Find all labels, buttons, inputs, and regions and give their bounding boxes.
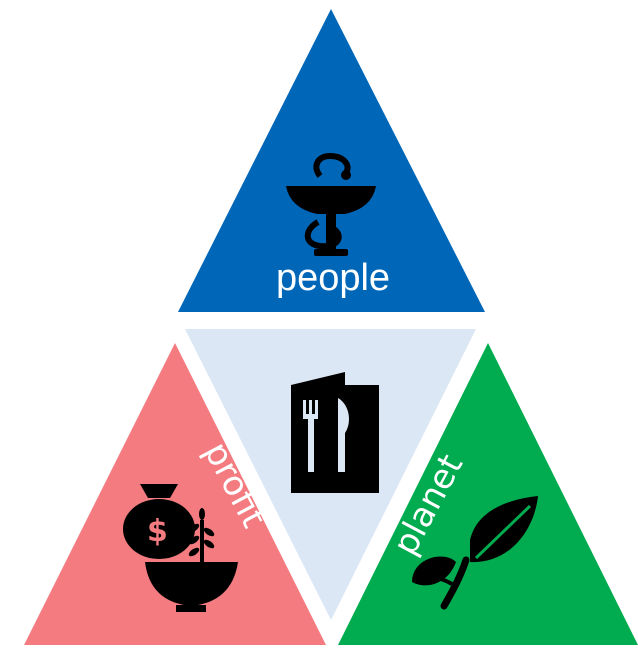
people-triangle	[178, 9, 485, 312]
money-bag-and-grain-bowl-icon: $	[123, 484, 238, 612]
people-label: people	[276, 257, 390, 299]
planet-triangle	[338, 343, 638, 645]
menu-card-fork-knife-icon	[291, 372, 379, 493]
bowl-of-hygieia-icon	[286, 152, 376, 256]
profit-triangle	[24, 343, 326, 645]
svg-text:$: $	[147, 514, 168, 549]
leaf-sprout-icon	[412, 496, 538, 610]
